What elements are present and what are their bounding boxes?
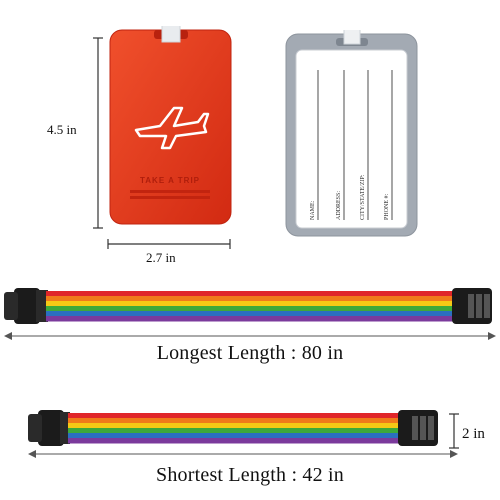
strap-stripe: [68, 418, 400, 424]
grey-luggage-tag: NAME: ADDRESS: CITY/STATE/ZIP: PHONE #:: [284, 25, 419, 238]
long-rainbow-strap: [4, 288, 492, 324]
grey-tag-graphic: [285, 25, 418, 237]
strap-stripe: [68, 433, 400, 439]
red-luggage-tag: TAKE A TRIP: [108, 21, 233, 226]
strap-stripe: [46, 296, 454, 302]
field-name: NAME:: [310, 200, 316, 220]
airplane-icon: [134, 106, 210, 150]
strap-stripe: [68, 413, 400, 419]
embossed-text: TAKE A TRIP: [139, 176, 201, 185]
field-address: ADDRESS:: [336, 190, 342, 220]
field-phone: PHONE #:: [384, 193, 390, 220]
longest-length-label: Longest Length : 80 in: [156, 342, 344, 364]
strap-stripe: [46, 306, 454, 312]
strap-stripe: [46, 311, 454, 317]
shortest-length-label: Shortest Length : 42 in: [156, 464, 344, 486]
strap-stripe: [68, 438, 400, 444]
strap-stripe: [46, 316, 454, 322]
field-city-state-zip: CITY/STATE/ZIP:: [360, 174, 366, 220]
height-label: 4.5 in: [47, 122, 77, 137]
strap-stripe: [68, 423, 400, 429]
red-tag-graphic: [109, 21, 232, 225]
short-rainbow-strap: [28, 410, 438, 446]
strap-width-label: 2 in: [462, 426, 485, 442]
width-label: 2.7 in: [146, 250, 176, 265]
strap-stripe: [46, 301, 454, 307]
strap-stripe: [68, 428, 400, 434]
strap-stripe: [46, 291, 454, 297]
